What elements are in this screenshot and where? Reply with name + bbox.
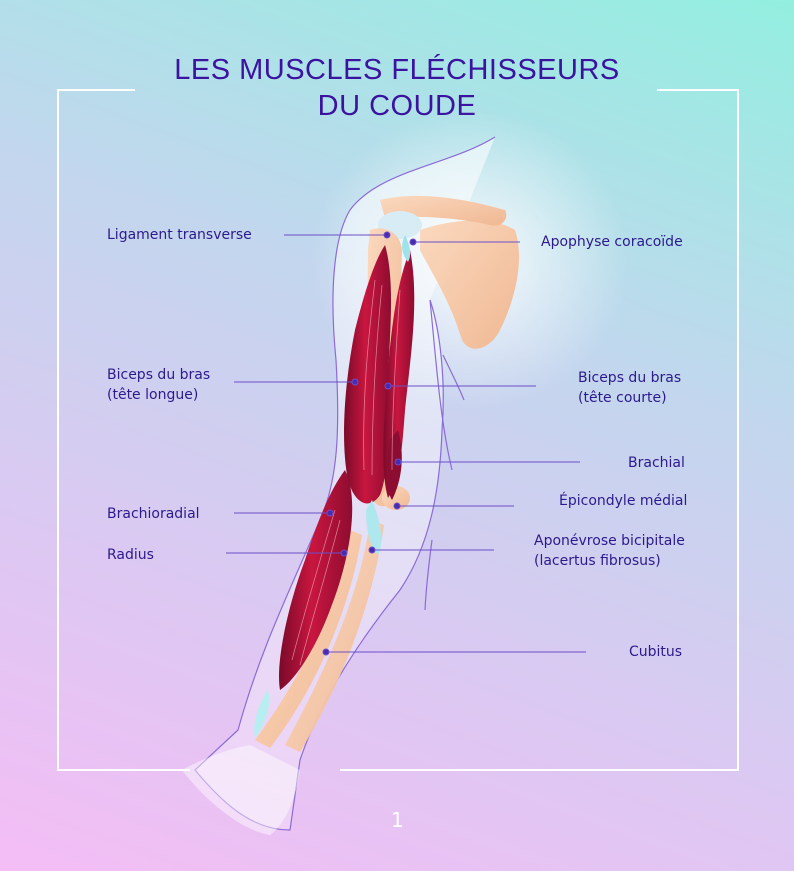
arm-inner-line bbox=[429, 299, 453, 471]
label-aponevrose-line2: (lacertus fibrosus) bbox=[534, 553, 661, 569]
label-aponevrose-bicipitale: Aponévrose bicipitale (lacertus fibrosus… bbox=[534, 531, 685, 571]
leader-lines bbox=[226, 231, 586, 656]
armpit-line bbox=[442, 354, 465, 401]
frame bbox=[57, 89, 739, 771]
tendon-upper bbox=[402, 235, 411, 262]
label-biceps-longue-line2: (tête longue) bbox=[107, 387, 199, 403]
brachioradialis bbox=[279, 470, 353, 690]
hand-shape bbox=[182, 745, 300, 835]
page-title: LES MUSCLES FLÉCHISSEURS DU COUDE bbox=[0, 52, 794, 124]
biceps-short-head bbox=[383, 250, 415, 498]
scapula-bone bbox=[420, 220, 520, 349]
ulna-bone bbox=[285, 520, 384, 752]
label-cubitus: Cubitus bbox=[629, 644, 683, 660]
label-biceps-tete-courte: Biceps du bras (tête courte) bbox=[578, 368, 681, 408]
bicipital-aponeurosis bbox=[366, 500, 382, 555]
brachialis bbox=[386, 430, 402, 500]
forearm-inner-line bbox=[424, 539, 433, 611]
label-brachial: Brachial bbox=[628, 455, 685, 471]
clavicle-bone bbox=[380, 195, 507, 226]
page-number: 1 bbox=[391, 808, 404, 832]
label-biceps-longue-line1: Biceps du bras bbox=[107, 367, 211, 383]
label-epicondyle-medial: Épicondyle médial bbox=[559, 493, 688, 509]
label-biceps-tete-longue: Biceps du bras (tête longue) bbox=[107, 365, 210, 405]
label-brachioradial: Brachioradial bbox=[107, 506, 200, 522]
tendon-lower bbox=[254, 690, 270, 738]
radius-bone bbox=[255, 530, 362, 748]
muscle-fibers bbox=[291, 279, 401, 666]
label-biceps-courte-line1: Biceps du bras bbox=[578, 370, 682, 386]
label-aponevrose-line1: Aponévrose bicipitale bbox=[534, 533, 685, 549]
label-biceps-courte-line2: (tête courte) bbox=[578, 390, 667, 406]
title-line-1: LES MUSCLES FLÉCHISSEURS bbox=[174, 54, 620, 86]
label-ligament-transverse: Ligament transverse bbox=[107, 227, 252, 243]
label-radius: Radius bbox=[107, 547, 154, 563]
label-apophyse-coracoide: Apophyse coracoïde bbox=[541, 234, 683, 250]
